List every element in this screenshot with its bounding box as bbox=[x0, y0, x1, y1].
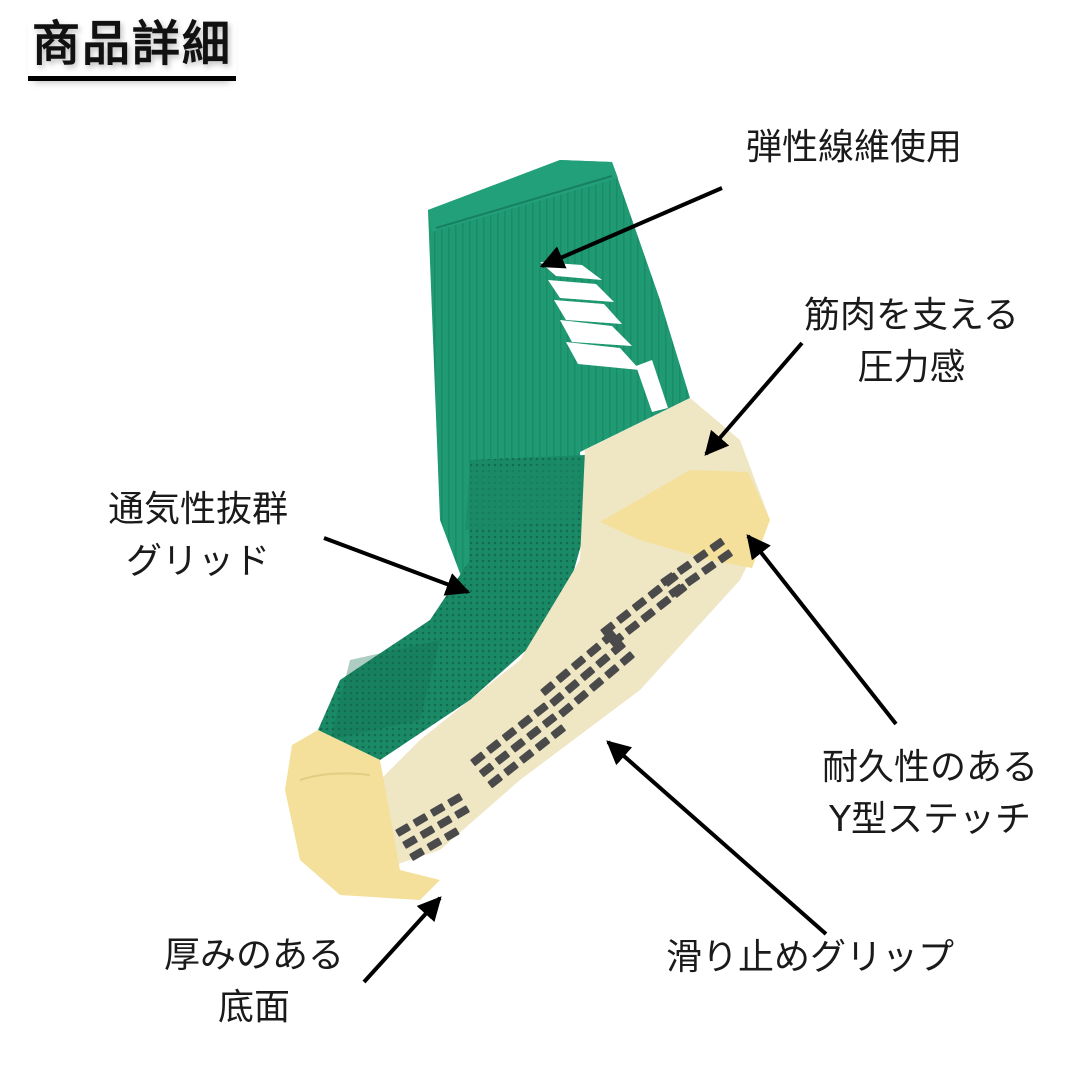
callout-text: 弾性線維使用 bbox=[746, 127, 963, 168]
arrow-compression bbox=[704, 341, 804, 456]
arrow-cushion bbox=[362, 896, 442, 984]
callout-text: Y型ステッチ bbox=[829, 799, 1031, 840]
callout-text: グリッド bbox=[126, 541, 271, 582]
callout-arrows bbox=[323, 186, 898, 984]
grip-pads bbox=[395, 537, 733, 861]
callout-grip: 滑り止めグリップ bbox=[666, 932, 954, 984]
arrow-ventilation bbox=[323, 536, 471, 596]
callout-stitch: 耐久性のある Y型ステッチ bbox=[822, 742, 1038, 846]
arrow-elastic bbox=[539, 186, 723, 269]
stripes bbox=[540, 262, 668, 412]
callout-text: 滑り止めグリップ bbox=[666, 937, 955, 978]
callout-elastic: 弾性線維使用 bbox=[746, 122, 962, 174]
sock-foot-upper bbox=[318, 455, 588, 760]
callout-cushion: 厚みのある 底面 bbox=[164, 930, 344, 1034]
page-title: 商品詳細 bbox=[28, 14, 237, 81]
arrow-grip bbox=[606, 740, 828, 936]
arrow-stitch bbox=[746, 534, 898, 726]
sock-heel bbox=[600, 470, 770, 568]
callout-text: 底面 bbox=[218, 987, 291, 1028]
callout-text: 厚みのある bbox=[164, 935, 345, 976]
sock-toe bbox=[285, 730, 440, 900]
callout-ventilation: 通気性抜群 グリッド bbox=[108, 484, 288, 588]
callout-text: 耐久性のある bbox=[822, 747, 1039, 788]
callout-text: 圧力感 bbox=[857, 347, 966, 388]
callout-compression: 筋肉を支える 圧力感 bbox=[804, 290, 1019, 394]
callout-text: 筋肉を支える bbox=[804, 295, 1019, 336]
callout-text: 通気性抜群 bbox=[108, 489, 289, 530]
